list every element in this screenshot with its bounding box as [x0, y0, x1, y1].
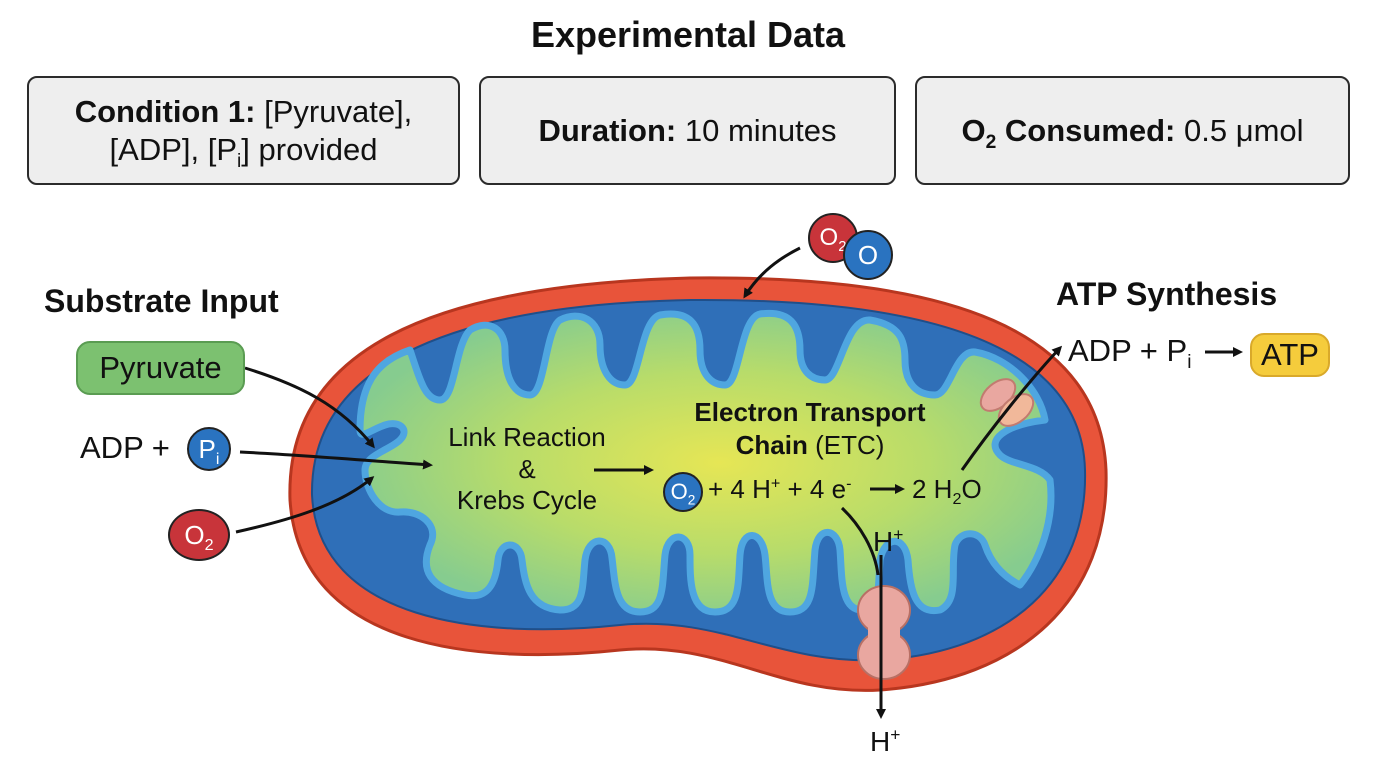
link-line-1: Link Reaction — [448, 422, 606, 452]
adp-arrow — [239, 450, 433, 470]
pyruvate-arrow — [244, 366, 375, 449]
o2-arrow — [235, 476, 375, 534]
etc-paren: (ETC) — [807, 429, 885, 460]
atp-eq-sub: i — [1187, 352, 1192, 374]
etc-label: Electron Transport Chain (ETC) — [660, 396, 960, 461]
atp-equation: ADP + Pi — [1068, 333, 1191, 372]
condition-label: Condition 1: — [74, 93, 256, 129]
eq-part-a: + 4 H — [708, 474, 771, 504]
oxygen-molecule-left-sub: 2 — [838, 238, 847, 255]
etc-equation-right: 2 H2O — [912, 474, 982, 509]
oxygen-molecule-right-label: O — [857, 239, 879, 270]
proton-out-label: H+ — [870, 726, 900, 758]
atp-out-arrow — [960, 345, 1063, 471]
eq-part-c-sub: 2 — [952, 490, 962, 509]
condition-card: Condition 1: [Pyruvate], [ADP], [Pi] pro… — [27, 76, 460, 185]
substrate-heading: Substrate Input — [44, 283, 279, 319]
atp-product: ATP — [1261, 337, 1319, 372]
proton-in-sup: + — [893, 524, 904, 545]
atp-eq-part-a: ADP + P — [1068, 333, 1188, 368]
eq-part-b-sup: - — [846, 474, 852, 493]
oxygen-label-sub: 2 — [985, 131, 997, 153]
duration-label: Duration: — [538, 112, 677, 148]
etc-line-1: Electron Transport — [694, 397, 926, 427]
pi-sub: i — [215, 449, 220, 468]
condition-text-b: [ADP], [P — [109, 131, 238, 167]
link-line-3: Krebs Cycle — [456, 485, 598, 516]
etc-o2-circle: O2 — [663, 472, 703, 512]
duration-card: Duration: 10 minutes — [479, 76, 896, 185]
proton-curve-arrow — [840, 506, 880, 576]
condition-text-b-end: ] provided — [241, 131, 378, 167]
atp-synthase-upper — [979, 378, 1035, 427]
etc-equation-left: + 4 H+ + 4 e- — [708, 474, 851, 505]
page-title: Experimental Data — [530, 14, 846, 55]
pyruvate-label: Pyruvate — [99, 350, 222, 385]
pi-main: P — [198, 433, 216, 464]
atp-product-pill: ATP — [1250, 333, 1330, 377]
adp-label: ADP + — [80, 430, 170, 465]
eq-part-b: + 4 e — [780, 474, 847, 504]
proton-out-main: H — [870, 726, 891, 757]
link-line-2: & — [518, 453, 536, 484]
inner-membrane — [356, 309, 1055, 616]
condition-text-b-sub: i — [237, 150, 242, 172]
link-reaction-label: Link Reaction & Krebs Cycle — [432, 422, 622, 517]
proton-out-sup: + — [890, 724, 901, 745]
o2-input-sub: 2 — [204, 535, 214, 554]
o2-input-main: O — [184, 519, 205, 550]
pyruvate-pill: Pyruvate — [76, 341, 245, 395]
atp-heading: ATP Synthesis — [1056, 276, 1278, 312]
oxygen-value: 0.5 μmol — [1184, 112, 1304, 148]
etc-line-2: Chain — [735, 429, 808, 460]
oxygen-in-arrow — [743, 246, 801, 299]
oxygen-label-b: Consumed: — [996, 112, 1176, 148]
eq-part-a-sup: + — [770, 474, 781, 493]
o2-input-circle: O2 — [168, 509, 230, 561]
atp-synthase-lower — [857, 585, 911, 680]
duration-value: 10 minutes — [684, 112, 837, 148]
oxygen-molecule-right: O — [843, 230, 893, 280]
eq-part-c: 2 H — [912, 474, 953, 504]
oxygen-card: O2 Consumed: 0.5 μmol — [915, 76, 1350, 185]
oxygen-molecule-left-main: O — [819, 224, 839, 251]
proton-in-label: H+ — [873, 526, 903, 558]
oxygen-label-a: O — [961, 112, 986, 148]
etc-o2-sub: 2 — [687, 492, 696, 508]
etc-o2-main: O — [670, 479, 688, 504]
pi-circle: Pi — [187, 427, 231, 471]
condition-text-a: [Pyruvate], — [264, 93, 413, 129]
eq-part-d: O — [961, 474, 982, 504]
proton-in-main: H — [873, 526, 894, 557]
